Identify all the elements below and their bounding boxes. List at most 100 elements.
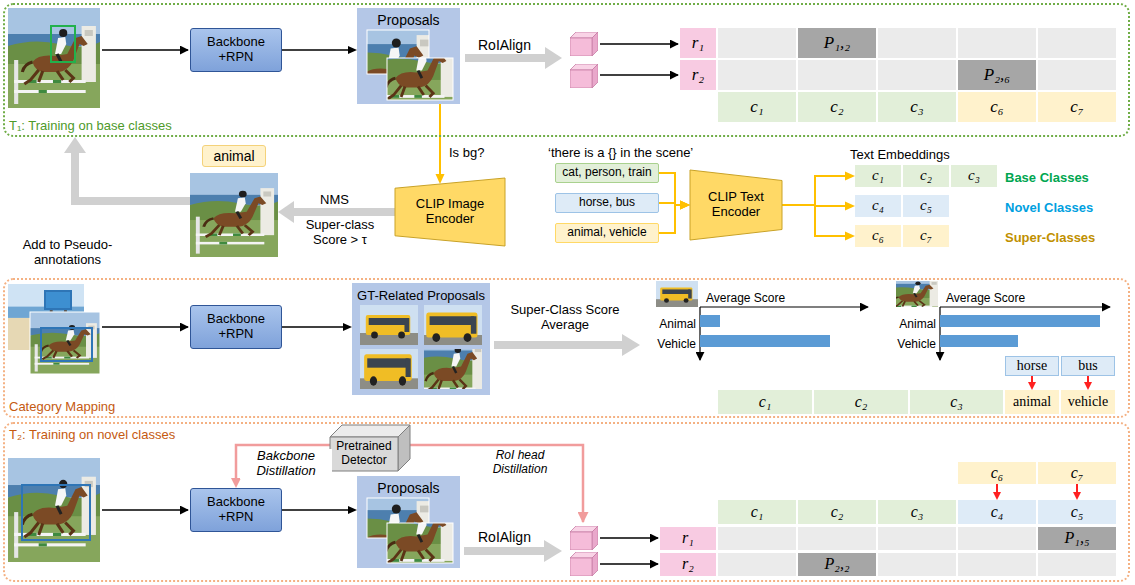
cube-face (330, 425, 410, 437)
node-label: horse (1017, 358, 1047, 374)
label-slot: Animal (888, 314, 936, 332)
math-symbol: c₁ (872, 167, 884, 184)
super-class-cell: vehicle (1061, 390, 1115, 414)
bar-label: Animal (888, 318, 936, 332)
label-slot: Average Score (706, 288, 785, 306)
connector-line (782, 176, 846, 205)
panel-title-slot: Category Mapping (9, 397, 115, 415)
arrowhead (436, 174, 445, 184)
connector (782, 205, 855, 241)
class-names-box: animal, vehicle (555, 223, 659, 243)
math-symbol: c₁ (750, 97, 763, 117)
connector-line (282, 326, 344, 328)
score-average-arrow (494, 334, 640, 356)
arrowhead (845, 232, 855, 241)
label-slot: RoI head Distillation (472, 449, 568, 477)
axis-label: Average Score (706, 292, 785, 306)
label-slot: Average Score (946, 288, 1025, 306)
super-class-cell: c₆ (958, 462, 1036, 484)
input-photo (8, 8, 100, 108)
connector-line (996, 484, 998, 493)
connector (659, 201, 690, 234)
flow-arrow (102, 326, 188, 328)
math-symbol: c₇ (1070, 97, 1083, 117)
cube-face (330, 437, 398, 471)
class-cell: c₁ (718, 500, 796, 524)
connector-line (1031, 376, 1033, 383)
math-symbol: c₆ (872, 227, 884, 244)
label-slot: ‘there is a {} in the scene’ (548, 143, 693, 161)
clip-image-encoder: CLIP Image Encoder (395, 178, 505, 246)
distillation-label: RoI head Distillation (472, 449, 568, 477)
clip-text-encoder: CLIP Text Encoder (690, 170, 782, 240)
edge-label: NMS (320, 193, 349, 208)
math-symbol: c₃ (968, 167, 980, 184)
connector (782, 172, 855, 206)
text-slot: CLIP Image Encoder (395, 178, 505, 246)
input-photo (8, 458, 100, 562)
math-symbol: c₇ (920, 227, 932, 244)
text-slot: CLIP Text Encoder (690, 170, 782, 240)
pretrained-detector: Pretrained Detector (330, 425, 410, 471)
super-class-cell: animal (1005, 390, 1059, 414)
class-cell: c₂ (798, 500, 876, 524)
text-embedding: c₄ (855, 195, 901, 217)
math-symbol: c₂ (855, 393, 868, 411)
panel-title-slot: T₂: Training on novel classes (9, 425, 175, 443)
flow-arrow (102, 49, 188, 51)
flow-arrow (102, 509, 188, 511)
connector (993, 484, 1001, 500)
group-label: Novel Classes (1005, 201, 1093, 216)
stage-panel: T₁: Training on base classesBackbone +RP… (3, 3, 1130, 137)
arrowhead (680, 201, 690, 210)
text-embedding: c₃ (951, 165, 997, 187)
math-symbol: c₄ (991, 503, 1004, 521)
math-symbol: r₂ (692, 65, 705, 85)
label-slot: Vehicle (888, 334, 936, 352)
arrowhead (343, 323, 352, 331)
title-slot: Proposals (357, 479, 460, 497)
math-symbol: r₂ (682, 555, 694, 573)
connector (282, 323, 352, 331)
tag-slot: animal (190, 145, 278, 167)
label-slot: Base Classes (1005, 168, 1089, 186)
edge-label: Is bg? (449, 146, 484, 161)
threshold-label: Super-class Score > τ (290, 218, 390, 248)
math-symbol: c₃ (950, 393, 963, 411)
edge-label-slot: NMS (318, 190, 351, 208)
box-title: GT-Related Proposals (357, 289, 485, 304)
cube-face (398, 425, 410, 471)
roi-cell: r₁ (680, 28, 716, 58)
novel-class-box: horse (1005, 356, 1059, 376)
label-slot: RoIAlign (478, 528, 531, 546)
math-symbol: P₂,₂ (825, 555, 850, 573)
roi-feature-cubes (570, 526, 658, 576)
panel-title: T₁: Training on base classes (9, 119, 172, 134)
node-label: Backbone +RPN (199, 312, 273, 342)
text-embedding: c₁ (855, 165, 901, 187)
edge-label-slot: Is bg? (447, 143, 486, 161)
section-label: Text Embeddings (850, 148, 950, 163)
connector-line (282, 49, 349, 51)
roi-cell: r₁ (660, 527, 716, 550)
class-cell: c₁ (718, 92, 796, 122)
math-symbol: c₁ (759, 393, 772, 411)
pseudo-annotated-photo (190, 173, 278, 257)
class-cell: c₂ (814, 390, 908, 414)
backbone-box: Backbone +RPN (190, 488, 282, 532)
backbone-box: Backbone +RPN (190, 305, 282, 349)
math-symbol: c₆ (991, 464, 1004, 482)
edge-label-slot: Bakcbone Distillation (240, 449, 332, 479)
operation-label: RoIAlign (478, 529, 531, 545)
connector-line (439, 104, 441, 175)
label-slot: Super-Classes (1005, 228, 1095, 246)
class-cell: c₁ (718, 390, 812, 414)
connector-line (282, 509, 349, 511)
super-class-cell: c₇ (1038, 462, 1116, 484)
math-symbol: c₇ (1071, 464, 1084, 482)
label-slot: RoIAlign (478, 36, 531, 54)
math-symbol: c₃ (910, 97, 923, 117)
operation-label: RoIAlign (478, 37, 531, 53)
roi-cell: r₂ (680, 60, 716, 90)
connector-line (1087, 376, 1089, 383)
